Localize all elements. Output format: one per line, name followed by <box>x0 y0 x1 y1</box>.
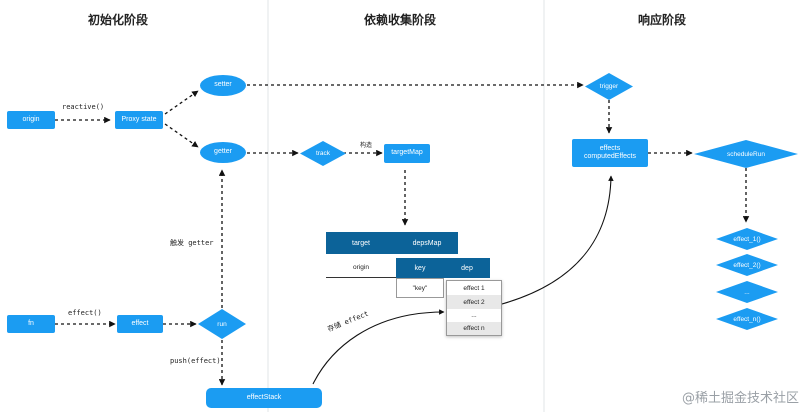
node-effect-n-label: effect_n() <box>733 315 761 323</box>
node-run: run <box>198 309 246 339</box>
edge-label-effect: effect() <box>68 309 102 317</box>
node-target-map: targetMap <box>384 144 430 163</box>
node-setter: setter <box>200 75 246 96</box>
edge-effectstack-dep <box>312 309 445 385</box>
node-effect-1-label: effect_1() <box>733 235 761 243</box>
edge-label-push-effect: push(effect) <box>170 357 221 365</box>
dep-effect-item: effect 1 <box>447 281 501 295</box>
trigger-diamond-shape <box>585 73 633 100</box>
table-cell-origin: origin <box>326 258 396 278</box>
node-effect-stack: effectStack <box>206 388 322 408</box>
edge-label-trigger-getter: 触发 getter <box>170 239 214 247</box>
effect-n-shape <box>716 308 778 330</box>
effect-ellipsis-shape <box>716 281 778 303</box>
node-fn: fn <box>7 315 55 333</box>
node-trigger: trigger <box>585 73 633 100</box>
table-header-dep: dep <box>444 258 490 278</box>
track-diamond-shape <box>300 141 346 166</box>
node-origin: origin <box>7 111 55 129</box>
watermark: @稀土掘金技术社区 <box>681 391 799 406</box>
node-schedule-run-label: scheduleRun <box>727 150 765 158</box>
edge-dep-effects <box>501 175 614 305</box>
edge-proxy-getter <box>164 123 199 148</box>
run-diamond-shape <box>198 309 246 339</box>
edge-proxy-setter <box>164 90 199 115</box>
dep-effect-list: effect 1 effect 2 ... effect n <box>446 280 502 336</box>
node-trigger-label: trigger <box>599 83 619 90</box>
section-title-respond: 响应阶段 <box>638 13 687 27</box>
node-schedule-run: scheduleRun <box>694 140 798 168</box>
node-effect-n: effect_n() <box>716 308 778 330</box>
node-effects: effects computedEffects <box>572 139 648 167</box>
table-header-depsmap: depsMap <box>396 232 458 254</box>
node-track: track <box>300 141 346 166</box>
dep-effect-item: effect 2 <box>447 295 501 309</box>
dep-effect-item: ... <box>447 309 501 322</box>
node-effect-1: effect_1() <box>716 228 778 250</box>
node-run-label: run <box>217 320 227 328</box>
node-effect: effect <box>117 315 163 333</box>
edge-label-reactive: reactive() <box>62 103 105 111</box>
node-proxy-state: Proxy state <box>115 111 163 129</box>
node-track-label: track <box>315 150 331 157</box>
dep-effect-item: effect n <box>447 322 501 335</box>
section-title-init: 初始化阶段 <box>88 13 149 27</box>
effect-2-shape <box>716 254 778 276</box>
schedulerun-diamond-shape <box>694 140 798 168</box>
effect-1-shape <box>716 228 778 250</box>
table-header-key: key <box>396 258 444 278</box>
node-effect-2-label: effect_2() <box>733 261 761 269</box>
node-getter: getter <box>200 142 246 163</box>
node-effect-ellipsis: ... <box>716 281 778 303</box>
edge-label-build: 构造 <box>360 142 373 149</box>
table-cell-key: "key" <box>396 278 444 298</box>
node-effect-ellipsis-label: ... <box>744 288 750 296</box>
node-effect-2: effect_2() <box>716 254 778 276</box>
section-title-collect: 依赖收集阶段 <box>364 13 437 27</box>
table-header-target: target <box>326 232 396 254</box>
